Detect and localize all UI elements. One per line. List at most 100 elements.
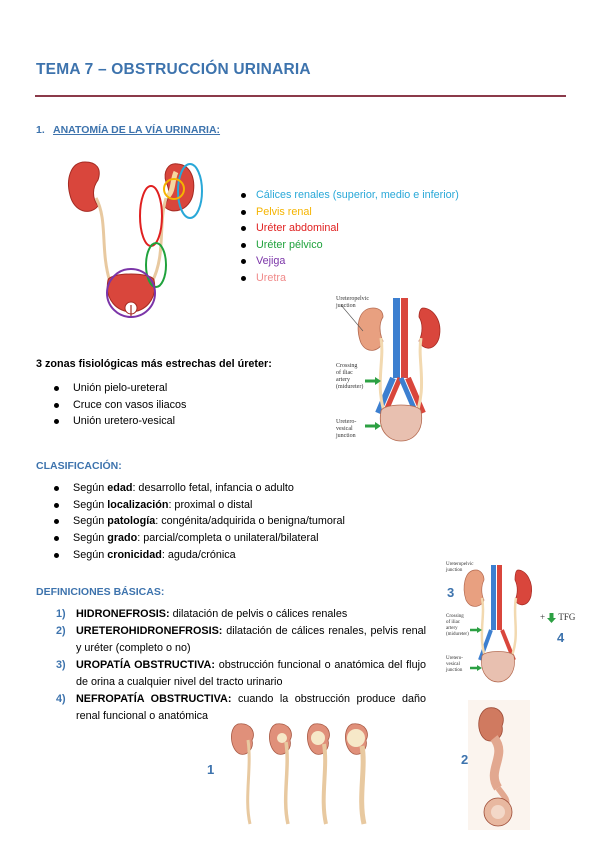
- bullet-icon: [241, 193, 246, 198]
- item-detail: : aguda/crónica: [161, 548, 236, 561]
- definition-number: 4): [56, 693, 66, 705]
- upj-label: Ureteropelvic junction: [336, 296, 369, 310]
- zones-heading: 3 zonas fisiológicas más estrechas del ú…: [36, 358, 272, 370]
- iliac-label-small: Crossing of iliac artery (midureter): [446, 614, 469, 638]
- definition-number: 2): [56, 625, 66, 637]
- legend-item: Pelvis renal: [241, 204, 459, 221]
- bullet-icon: [54, 386, 59, 391]
- definition-item: 3)UROPATÍA OBSTRUCTIVA: obstrucción func…: [56, 657, 426, 691]
- bullet-icon: [54, 486, 59, 491]
- item-prefix: Según: [73, 548, 108, 561]
- item-prefix: Según: [73, 482, 108, 494]
- kidney-stage-icon: [345, 723, 368, 825]
- urinary-tract-diagram: [68, 161, 203, 318]
- label-line: vesical: [446, 662, 460, 667]
- down-arrow-icon: [547, 612, 557, 623]
- ureter-narrowing-figure: [340, 298, 441, 442]
- tfg-prefix: +: [540, 612, 546, 622]
- label-line: artery: [446, 626, 458, 631]
- bullet-icon: [54, 519, 59, 525]
- list-item: Según localización: proximal o distal: [52, 497, 345, 514]
- bullet-icon: [241, 275, 246, 281]
- legend-text: Vejiga: [256, 255, 286, 267]
- definition-number: 3): [56, 659, 66, 671]
- item-keyword: patología: [107, 515, 156, 528]
- definition-term: URETEROHIDRONEFROSIS:: [76, 625, 223, 637]
- bullet-icon: [54, 502, 59, 508]
- legend-text: Cálices renales (superior, medio e infer…: [256, 189, 459, 201]
- list-item: Según patología: congénita/adquirida o b…: [52, 513, 345, 530]
- item-keyword: grado: [107, 532, 138, 545]
- classification-heading: CLASIFICACIÓN:: [36, 460, 122, 472]
- bullet-icon: [54, 536, 59, 542]
- uvj-label-small: Uretero- vesical junction: [446, 656, 463, 674]
- list-item: Unión uretero-vesical: [52, 413, 186, 430]
- list-item: Cruce con vasos iliacos: [52, 397, 186, 414]
- upj-label-small: Ureteropelvic junction: [446, 562, 474, 574]
- item-keyword: localización: [107, 498, 169, 511]
- definition-item: 2)URETEROHIDRONEFROSIS: dilatación de cá…: [56, 623, 426, 657]
- label-line: artery: [336, 377, 350, 383]
- figure-number-4: 4: [557, 630, 565, 645]
- legend-text: Uréter abdominal: [256, 222, 339, 234]
- list-item: Según grado: parcial/completa o unilater…: [52, 530, 345, 547]
- kidney-stage-icon: [307, 723, 330, 825]
- list-item-text: Cruce con vasos iliacos: [73, 398, 187, 411]
- definition-term: NEFROPATÍA OBSTRUCTIVA:: [76, 693, 232, 705]
- bullet-icon: [241, 226, 246, 231]
- label-line: junction: [336, 433, 356, 439]
- legend-item: Cálices renales (superior, medio e infer…: [241, 187, 459, 204]
- bullet-icon: [241, 209, 246, 215]
- definitions-list: 1)HIDRONEFROSIS: dilatación de pelvis o …: [56, 606, 426, 725]
- kidney-stage-icon: [269, 723, 292, 825]
- label-line: (midureter): [446, 632, 469, 637]
- label-line: Crossing: [446, 614, 464, 619]
- label-line: Uretero-: [446, 656, 463, 661]
- list-item: Según edad: desarrollo fetal, infancia o…: [52, 480, 345, 497]
- tfg-indicator: + TFG: [540, 612, 575, 623]
- kidney-stage-icon: [231, 723, 254, 825]
- legend-text: Pelvis renal: [256, 205, 312, 218]
- label-line: Ureteropelvic: [336, 296, 369, 302]
- label-line: Ureteropelvic: [446, 562, 474, 567]
- item-prefix: Según: [73, 515, 108, 528]
- bullet-icon: [54, 552, 59, 558]
- ureterohydronephrosis-figure: [468, 700, 530, 830]
- figure-number-1: 1: [207, 762, 215, 777]
- item-keyword: cronicidad: [107, 548, 162, 561]
- definition-text: obstrucción funcional o anatómica del fl…: [76, 659, 426, 688]
- label-line: of iliac: [336, 370, 353, 376]
- item-prefix: Según: [73, 532, 108, 545]
- item-detail: : congénita/adquirida o benigna/tumoral: [155, 515, 345, 528]
- legend-item: Vejiga: [241, 253, 459, 270]
- legend-text: Uretra: [256, 271, 286, 284]
- zones-list: Unión pielo-ureteral Cruce con vasos ili…: [52, 380, 186, 430]
- section-heading-anatomy: 1.ANATOMÍA DE LA VÍA URINARIA:: [36, 124, 220, 136]
- item-detail: : proximal o distal: [168, 498, 253, 511]
- definition-text: dilatación de pelvis o cálices renales: [169, 608, 348, 620]
- junction-figure-small: [463, 565, 532, 683]
- tfg-label: TFG: [558, 612, 576, 622]
- label-line: Uretero-: [336, 419, 357, 425]
- item-detail: : parcial/completa o unilateral/bilatera…: [137, 532, 319, 545]
- label-line: of iliac: [446, 620, 461, 625]
- list-item: Unión pielo-ureteral: [52, 380, 186, 397]
- definition-item: 1)HIDRONEFROSIS: dilatación de pelvis o …: [56, 606, 426, 623]
- figure-number-2: 2: [461, 752, 469, 767]
- label-line: junction: [336, 303, 356, 309]
- label-line: Crossing: [336, 363, 358, 369]
- legend-item: Uretra: [241, 270, 459, 287]
- bullet-icon: [241, 259, 246, 264]
- bullet-icon: [54, 402, 59, 408]
- item-prefix: Según: [73, 498, 108, 511]
- title-divider: [35, 95, 566, 97]
- label-line: (midureter): [336, 384, 364, 390]
- definition-text: cuando la obstrucción produce daño renal…: [76, 693, 427, 722]
- bullet-icon: [241, 242, 246, 248]
- definitions-heading: DEFINICIONES BÁSICAS:: [36, 586, 165, 598]
- label-line: junction: [446, 668, 463, 673]
- item-keyword: edad: [107, 482, 133, 494]
- section-title: ANATOMÍA DE LA VÍA URINARIA:: [53, 124, 221, 136]
- item-detail: : desarrollo fetal, infancia o adulto: [132, 482, 294, 494]
- uvj-label: Uretero- vesical junction: [336, 419, 356, 440]
